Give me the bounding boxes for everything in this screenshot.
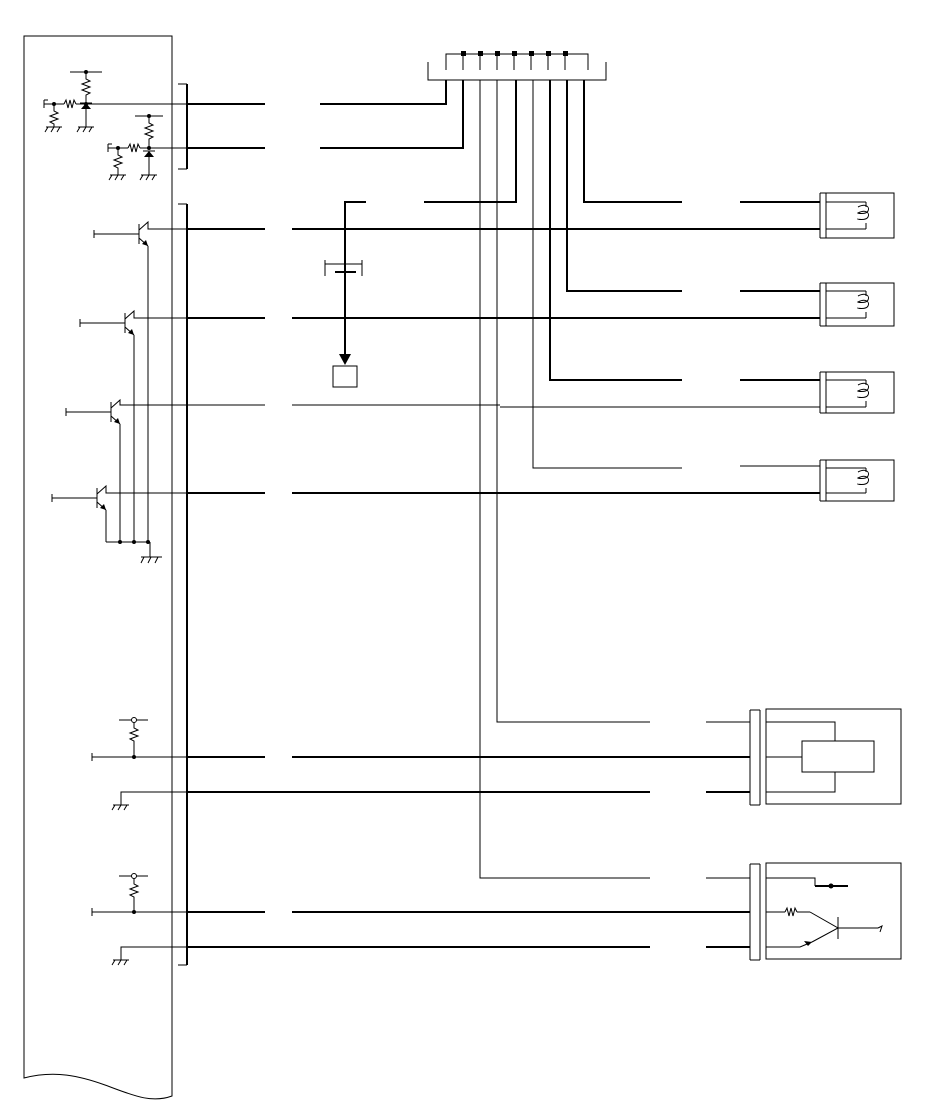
ground-icon (111, 804, 129, 811)
ground-icon (108, 174, 126, 181)
op-amp-icon (766, 911, 883, 948)
sensor-input-circuit-2 (107, 114, 186, 181)
ground-icon (139, 174, 157, 181)
wire-relay-3-supply (549, 80, 820, 381)
ground-icon (44, 126, 62, 133)
wire-relay-2-supply (566, 80, 820, 292)
coil-icon (857, 202, 869, 229)
ground-arrow-icon (339, 354, 351, 365)
resistor-icon (784, 906, 798, 917)
ground-icon (76, 126, 94, 133)
amplifier-box (749, 862, 902, 961)
ground-element (324, 260, 363, 388)
ecu-body (23, 35, 173, 1100)
pullup-input-circuit-2 (91, 873, 186, 966)
relay-4 (819, 459, 895, 502)
ground-box (332, 365, 358, 388)
wire-ground-element (344, 80, 517, 354)
relay-3 (819, 371, 895, 414)
ecu-connector-upper (178, 83, 188, 170)
transistor-driver-2 (79, 309, 186, 542)
wire-relay-1-supply (583, 80, 820, 203)
top-connector (427, 51, 607, 81)
ecu-input-pin-4 (91, 908, 186, 916)
resistor-icon (127, 142, 141, 153)
wire-amplifier-supply (479, 80, 750, 879)
ecu-input-pin-3 (91, 753, 186, 761)
transistor-driver-4 (51, 484, 186, 542)
relay-2 (819, 282, 895, 327)
ecu-connector-lower (178, 203, 188, 966)
sensor-input-circuit-1 (43, 70, 186, 133)
ground-icon (111, 959, 129, 966)
coil-icon (857, 291, 869, 318)
wire-sensor-box-supply (496, 80, 750, 723)
transistor-driver-3 (65, 398, 186, 542)
wire-sensor-1 (188, 80, 447, 105)
resistor-icon (63, 98, 77, 109)
ground-icon (140, 556, 162, 564)
relay-1 (819, 192, 895, 239)
sensor-box (749, 708, 902, 806)
wire-relay-4-supply (532, 80, 820, 469)
coil-icon (857, 380, 869, 407)
wire-sensor-2 (188, 80, 464, 149)
pullup-input-circuit-1 (91, 717, 186, 811)
wire-relay-3-drive (188, 404, 820, 408)
driver-common-ground (106, 540, 162, 564)
coil-icon (857, 468, 869, 493)
sensor-element-icon (801, 740, 875, 773)
